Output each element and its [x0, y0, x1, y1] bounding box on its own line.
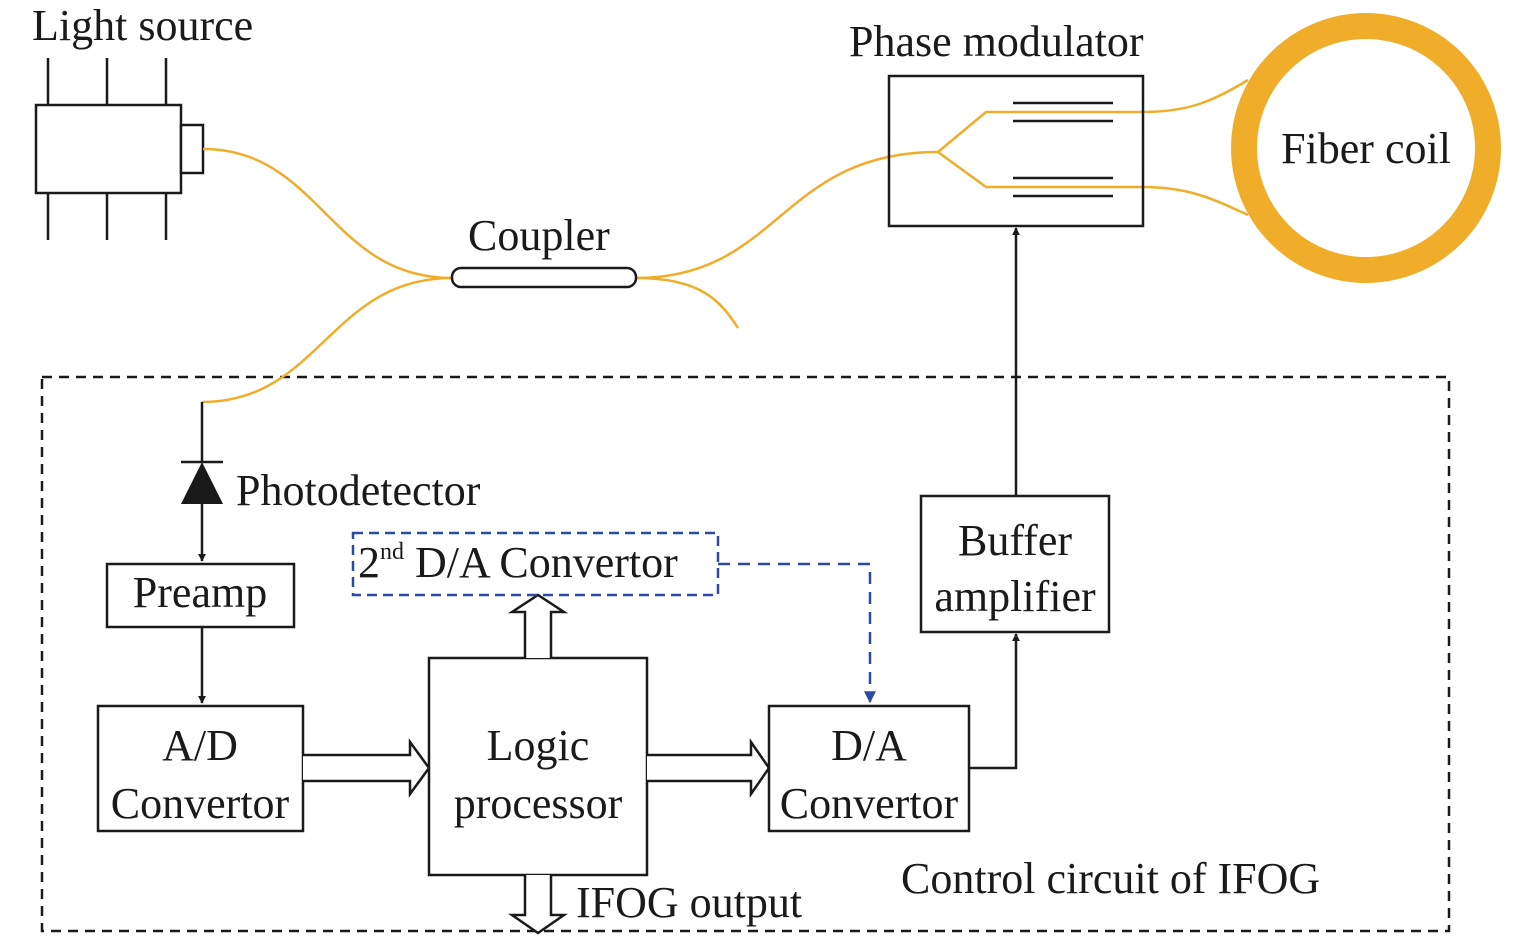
second-da-to-da-dashed-arrow — [718, 562, 876, 704]
fiber-coil-label: Fiber coil — [1281, 124, 1451, 173]
phase-modulator-electrodes — [1013, 101, 1113, 198]
logic-label-line1: Logic — [487, 721, 590, 770]
second-da-convertor-box — [351, 531, 720, 597]
phase-modulator-label: Phase modulator — [849, 17, 1144, 66]
da-to-buffer-arrow — [969, 633, 1020, 770]
preamp-box — [105, 562, 296, 629]
control-circuit-label: Control circuit of IFOG — [901, 854, 1320, 903]
ifog-output-label: IFOG output — [576, 878, 802, 927]
coupler-label: Coupler — [468, 211, 610, 260]
light-source-label: Light source — [32, 1, 253, 50]
photodetector — [181, 402, 223, 562]
ad-label-line1: A/D — [162, 721, 238, 770]
da-label-line2: Convertor — [780, 779, 959, 828]
phase-modulator — [887, 74, 1145, 228]
photodetector-label: Photodetector — [236, 466, 481, 515]
control-circuit-boundary — [40, 375, 1451, 933]
da-label-line1: D/A — [831, 721, 907, 770]
fiber-coil — [1231, 13, 1501, 283]
logic-to-da-bus-arrow — [647, 737, 771, 799]
preamp-label: Preamp — [133, 568, 267, 617]
buffer-label-line1: Buffer — [958, 516, 1072, 565]
ifog-output-bus-arrow — [507, 875, 569, 935]
coupler — [450, 266, 638, 289]
buffer-label-line2: amplifier — [934, 572, 1096, 621]
second-da-label: 2nd D/A Convertor — [358, 538, 678, 587]
logic-label-line2: processor — [454, 779, 623, 828]
ad-to-logic-bus-arrow — [303, 738, 431, 798]
light-source — [34, 58, 205, 240]
da-convertor-box — [767, 704, 971, 833]
optical-fibers — [201, 78, 1249, 404]
logic-to-second-da-bus-arrow — [507, 593, 569, 658]
ad-label-line2: Convertor — [111, 779, 290, 828]
